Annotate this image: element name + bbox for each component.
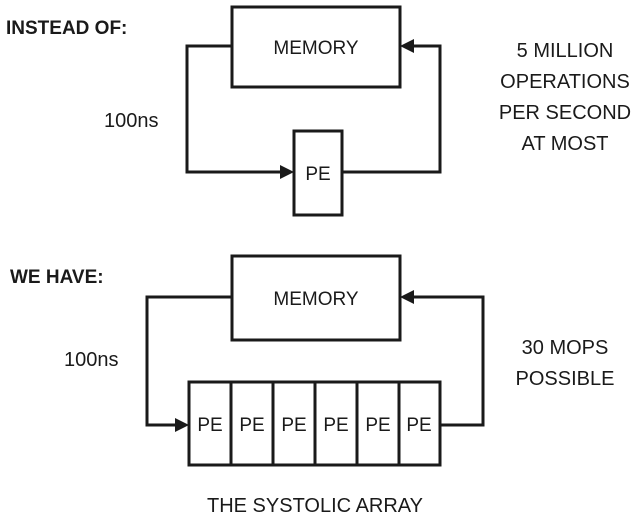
bottom-memory-to-array-wire <box>145 295 232 427</box>
top-pe-label: PE <box>305 164 330 185</box>
top-note-line: PER SECOND <box>499 102 631 124</box>
top-latency-label: 100ns <box>104 110 159 132</box>
bottom-latency-label: 100ns <box>64 349 119 371</box>
bottom-memory-label: MEMORY <box>273 289 358 310</box>
bottom-heading: WE HAVE: <box>10 267 104 288</box>
top-pe-input-arrowhead <box>280 165 294 179</box>
bottom-memory-box <box>230 254 402 342</box>
top-memory-to-pe-wire <box>185 44 284 174</box>
top-throughput-note: 5 MILLION OPERATIONS PER SECOND AT MOST <box>499 40 631 155</box>
pe-cell-label: PE <box>197 415 222 436</box>
pe-cell-label: PE <box>323 415 348 436</box>
top-pe-to-memory-wire <box>342 44 442 174</box>
pe-cell-label: PE <box>365 415 390 436</box>
top-pe-box <box>292 129 344 217</box>
diagram-caption: THE SYSTOLIC ARRAY <box>207 495 423 517</box>
top-note-line: 5 MILLION <box>517 40 614 62</box>
top-memory-label: MEMORY <box>273 38 358 59</box>
top-section: INSTEAD OF: MEMORY PE 100ns 5 MILLION OP… <box>6 5 631 217</box>
pe-cell-label: PE <box>406 415 431 436</box>
top-heading: INSTEAD OF: <box>6 18 127 39</box>
pe-cell-label: PE <box>239 415 264 436</box>
bottom-section: WE HAVE: MEMORY PE PE PE PE PE PE 100ns <box>10 254 615 517</box>
bottom-array-to-memory-wire <box>410 295 485 427</box>
pe-array: PE PE PE PE PE PE <box>187 380 442 467</box>
pe-cell-label: PE <box>281 415 306 436</box>
bottom-note-line: 30 MOPS <box>522 337 609 359</box>
bottom-note-line: POSSIBLE <box>516 368 615 390</box>
top-note-line: OPERATIONS <box>500 71 630 93</box>
top-memory-input-arrowhead <box>400 39 414 53</box>
bottom-array-input-arrowhead <box>175 418 189 432</box>
bottom-throughput-note: 30 MOPS POSSIBLE <box>516 337 615 390</box>
top-note-line: AT MOST <box>521 133 608 155</box>
bottom-memory-input-arrowhead <box>400 290 414 304</box>
top-memory-box <box>230 5 402 89</box>
